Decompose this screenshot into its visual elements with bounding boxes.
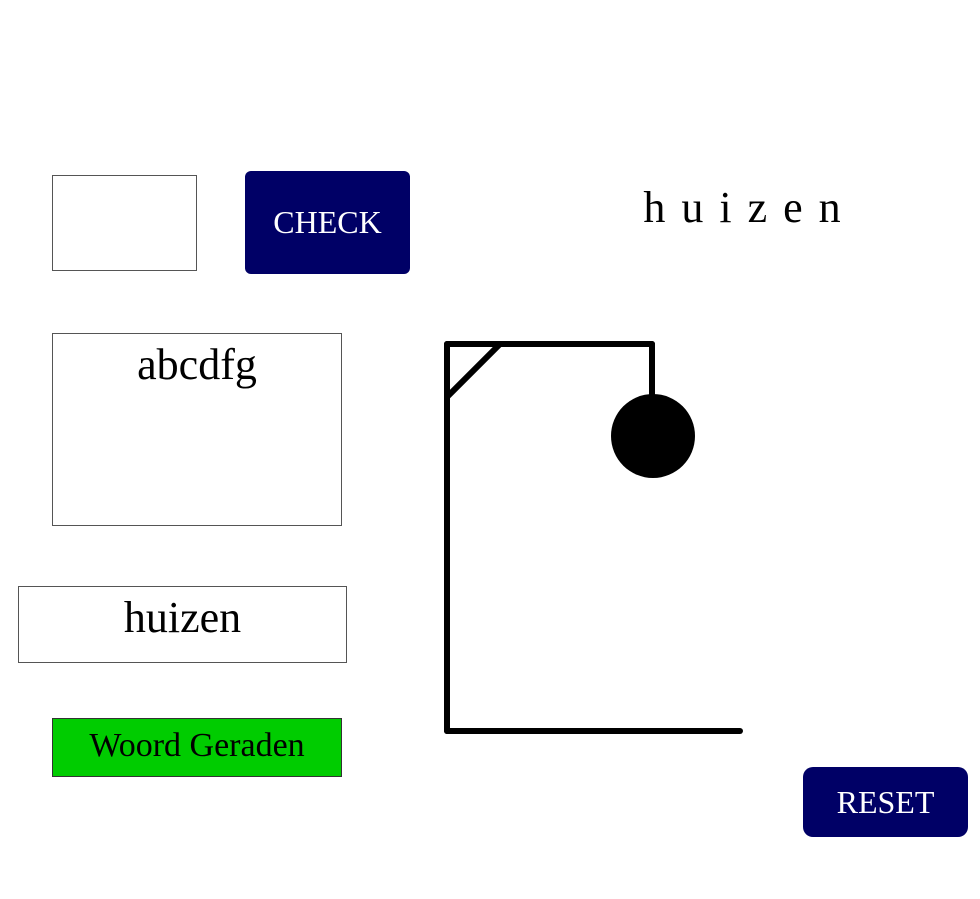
guessed-letters-box: abcdfg (52, 333, 342, 526)
letter-input[interactable] (52, 175, 197, 271)
answer-word-box: huizen (18, 586, 347, 663)
status-badge: Woord Geraden (52, 718, 342, 777)
check-button[interactable]: CHECK (245, 171, 410, 274)
masked-word-display: huizen (643, 183, 857, 232)
reset-button[interactable]: RESET (803, 767, 968, 837)
gallows-brace (444, 341, 503, 400)
hangman-head (611, 394, 695, 478)
